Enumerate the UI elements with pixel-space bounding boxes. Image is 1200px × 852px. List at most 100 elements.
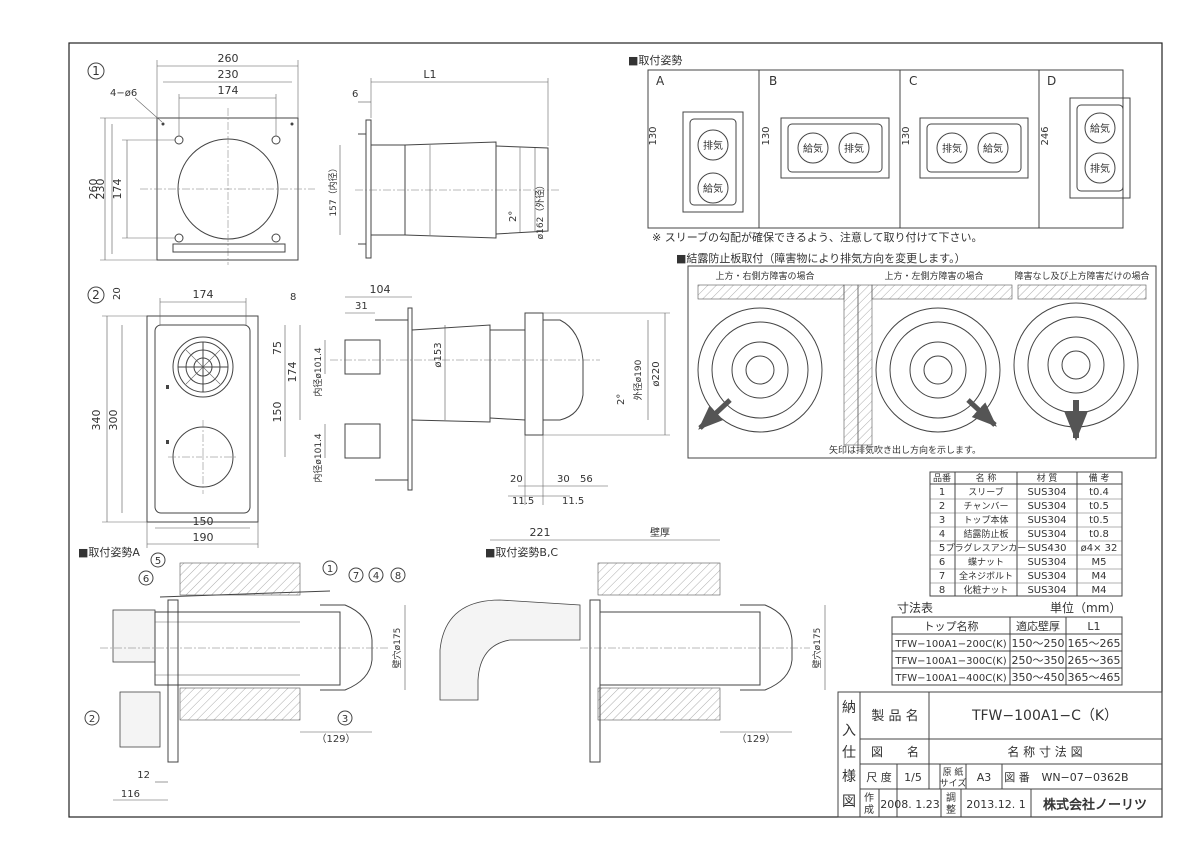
posture-c-dim: 130 xyxy=(901,126,912,145)
size-header-wall: 適応壁厚 xyxy=(1016,619,1060,633)
mount-bc-221: 221 xyxy=(530,526,551,539)
parts-header-material: 材 質 xyxy=(1037,472,1058,484)
dim-slope-1: 2° xyxy=(508,211,519,222)
dim-340: 340 xyxy=(90,410,103,431)
mount-bc-129: （129） xyxy=(736,733,775,745)
dim-230-left: 230 xyxy=(94,179,107,200)
posture-a-top: 排気 xyxy=(703,139,723,152)
balloon-6: 6 xyxy=(143,574,149,585)
dim-150-h: 150 xyxy=(271,402,284,423)
part-no: 5 xyxy=(939,543,945,554)
tb-company: 株式会社ノーリツ xyxy=(1043,797,1147,813)
part-material: SUS304 xyxy=(1027,501,1066,512)
dim-inner-1: 内径ø101.4 xyxy=(312,347,324,397)
part-name: プラグレスアンカー xyxy=(946,542,1027,554)
tb-product: TFW−100A1−C（K） xyxy=(971,708,1118,724)
posture-c-right: 給気 xyxy=(983,142,1003,155)
part-note: M4 xyxy=(1092,585,1107,596)
balloon-7: 7 xyxy=(353,571,359,582)
parts-header-no: 品番 xyxy=(933,472,951,484)
dim-20-side: 20 xyxy=(510,474,523,485)
view-2-side: 104 31 ø153 内径ø101.4 内径ø101.4 外径ø190 ø22… xyxy=(312,283,670,507)
part-material: SUS430 xyxy=(1027,543,1066,554)
tb-paper: A3 xyxy=(977,771,992,784)
size-wall: 350〜450 xyxy=(1012,671,1065,684)
dim-174-v2: 174 xyxy=(193,288,214,301)
balloon-5: 5 xyxy=(155,556,161,567)
part-note: t0.4 xyxy=(1089,487,1109,498)
tb-paper-label-2: サイズ xyxy=(940,777,967,789)
part-note: M5 xyxy=(1092,557,1107,568)
tb-side-1: 納 xyxy=(842,700,856,716)
view-1-number: 1 xyxy=(92,64,100,78)
size-model: TFW−100A1−200C(K) xyxy=(894,639,1006,650)
size-wall: 150〜250 xyxy=(1012,637,1065,650)
posture-note: ※ スリーブの勾配が確保できるよう、注意して取り付けて下さい。 xyxy=(652,230,983,244)
dim-75: 75 xyxy=(271,341,284,355)
dim-30-side: 30 xyxy=(557,474,570,485)
posture-section: ■取付姿勢 A B C D 排気 給気 130 給気 排気 130 排気 給気 … xyxy=(628,53,1131,244)
tb-side-2: 入 xyxy=(842,723,856,739)
dim-L1: L1 xyxy=(423,68,436,81)
posture-b-dim: 130 xyxy=(761,126,772,145)
condensation-title: ■結露防止板取付（障害物により排気方向を変更します。） xyxy=(676,251,966,265)
dim-6: 6 xyxy=(352,89,358,100)
condensation-note: 矢印は排気吹き出し方向を示します。 xyxy=(829,444,981,456)
part-no: 1 xyxy=(939,487,945,498)
balloon-3: 3 xyxy=(342,714,348,725)
tb-made-label-2: 成 xyxy=(864,804,874,816)
size-unit: 単位（mm） xyxy=(1050,600,1121,615)
condensation-case-1: 上方・右側方障害の場合 xyxy=(715,270,814,282)
dim-56-side: 56 xyxy=(580,474,593,485)
dim-220: ø220 xyxy=(651,361,662,386)
part-material: SUS304 xyxy=(1027,529,1066,540)
dim-153: ø153 xyxy=(433,342,444,367)
dim-260-left: 260 xyxy=(87,179,100,200)
mount-bc-hole: 壁穴ø175 xyxy=(811,628,823,669)
parts-header-name: 名 称 xyxy=(976,472,997,484)
mount-a-12: 12 xyxy=(137,770,150,781)
dim-holes: 4−ø6 xyxy=(110,88,137,99)
tb-scale-label: 尺 度 xyxy=(866,770,892,784)
part-no: 7 xyxy=(939,571,945,582)
dim-31: 31 xyxy=(355,301,368,312)
dim-174-left: 174 xyxy=(111,179,124,200)
part-material: SUS304 xyxy=(1027,557,1066,568)
size-header-l1: L1 xyxy=(1087,620,1100,633)
condensation-case-3: 障害なし及び上方障害だけの場合 xyxy=(1014,270,1149,282)
mount-a-116: 116 xyxy=(121,789,140,800)
part-material: SUS304 xyxy=(1027,515,1066,526)
title-block: 納 入 仕 様 図 製 品 名 TFW−100A1−C（K） 図 名 名 称 寸… xyxy=(837,691,1163,818)
dim-174-top: 174 xyxy=(218,84,239,97)
balloon-8: 8 xyxy=(395,571,401,582)
balloon-2: 2 xyxy=(89,714,95,725)
view-2-front: 2 174 20 8 340 300 75 174 150 150 190 xyxy=(87,286,301,548)
part-name: 化粧ナット xyxy=(963,584,1008,596)
size-l1: 365〜465 xyxy=(1068,671,1121,684)
tb-side-4: 様 xyxy=(842,769,856,785)
tb-num: WN−07−0362B xyxy=(1041,771,1128,784)
posture-a-letter: A xyxy=(656,74,665,88)
part-note: ø4× 32 xyxy=(1081,543,1118,554)
dim-104: 104 xyxy=(370,283,391,296)
part-material: SUS304 xyxy=(1027,487,1066,498)
posture-c-left: 排気 xyxy=(942,142,962,155)
part-material: SUS304 xyxy=(1027,585,1066,596)
tb-drawing: 名 称 寸 法 図 xyxy=(1007,744,1082,759)
dim-11-5-a: 11.5 xyxy=(512,496,534,507)
tb-adj-label-2: 整 xyxy=(946,803,956,816)
tb-made-label-1: 作 xyxy=(864,792,874,804)
tb-adj-label-1: 調 xyxy=(946,791,956,804)
part-no: 3 xyxy=(939,515,945,526)
part-material: SUS304 xyxy=(1027,571,1066,582)
part-note: M4 xyxy=(1092,571,1107,582)
dim-162-outer: ø162（外径） xyxy=(534,181,546,240)
part-name: トップ本体 xyxy=(963,514,1008,526)
parts-header-note: 備 考 xyxy=(1089,472,1110,484)
posture-d-letter: D xyxy=(1047,74,1056,88)
mounting-bc-view: ■取付姿勢B,C 221 壁厚 壁穴ø175 （129） xyxy=(439,526,826,763)
part-note: t0.5 xyxy=(1089,515,1109,526)
dim-260-top: 260 xyxy=(218,52,239,65)
